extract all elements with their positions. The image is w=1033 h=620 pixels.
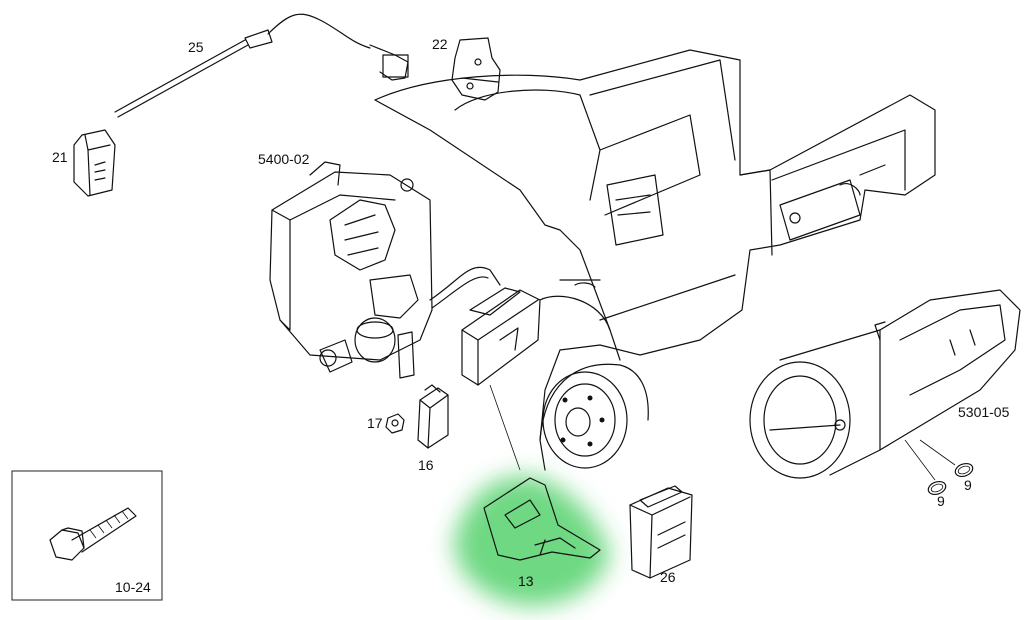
leader-line-13: [489, 384, 521, 471]
part-26-engine-control-unit[interactable]: [629, 485, 693, 579]
part-17-nut[interactable]: [385, 413, 405, 434]
callout-26: 26: [660, 569, 676, 585]
gearbox-assembly-5301-05[interactable]: [749, 289, 1021, 481]
vehicle-outline: [374, 49, 936, 471]
callout-17: 17: [367, 415, 383, 431]
part-13-ecu-bracket-highlighted[interactable]: [454, 476, 610, 606]
callout-16: 16: [418, 457, 434, 473]
callout-22: 22: [432, 36, 448, 52]
part-9-seal-ring-b[interactable]: [953, 461, 974, 478]
inset-frame: [11, 470, 163, 601]
part-25-exhaust-temperature-sensor[interactable]: [114, 13, 409, 118]
part-22-bracket[interactable]: [451, 37, 501, 101]
part-9-seal-ring-a[interactable]: [926, 479, 947, 496]
callout-9-b: 9: [964, 477, 972, 493]
callout-5400-02: 5400-02: [258, 151, 310, 167]
callout-21: 21: [52, 149, 68, 165]
engine-assembly-5400-02[interactable]: [269, 161, 501, 379]
callout-9-a: 9: [937, 493, 945, 509]
callout-13: 13: [518, 573, 534, 589]
callout-25: 25: [188, 39, 204, 55]
part-21-relay[interactable]: [73, 129, 116, 197]
callout-5301-05: 5301-05: [958, 404, 1010, 420]
callout-10-24: 10-24: [115, 579, 151, 595]
part-16-glow-plug-control-unit[interactable]: [417, 384, 449, 449]
part-10-24-bolt[interactable]: [49, 507, 137, 561]
ecu-module-installed: [461, 287, 541, 386]
